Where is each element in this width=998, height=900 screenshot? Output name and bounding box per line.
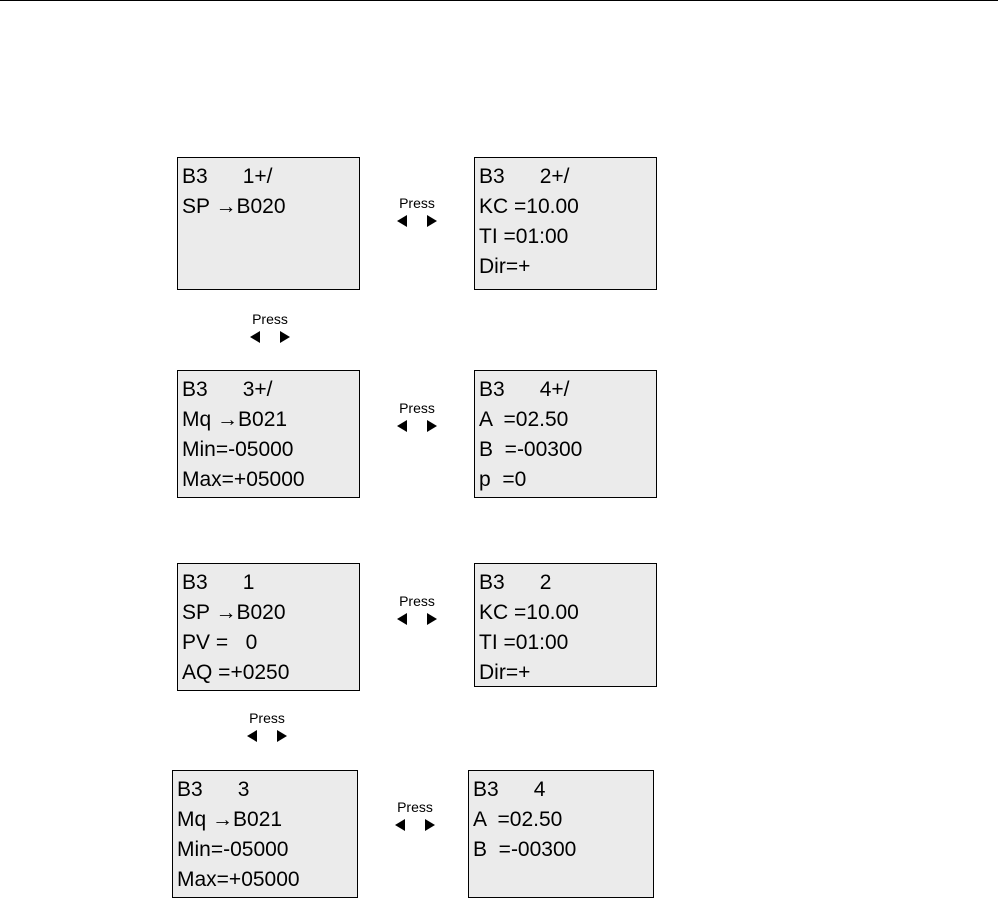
- display-screen-2-value: B3 2 KC =10.00 TI =01:00 Dir=+: [474, 563, 657, 687]
- arrow-keys: [387, 612, 447, 630]
- arrow-keys: [240, 330, 300, 348]
- screen-line: PV = 0: [182, 631, 258, 654]
- press-label: Press: [399, 195, 435, 211]
- screen-line: B3 4: [473, 778, 546, 801]
- arrow-left-icon: [397, 420, 407, 432]
- arrow-keys: [385, 818, 445, 836]
- screen-line: Min=-05000: [182, 438, 294, 461]
- arrow-keys: [237, 729, 297, 747]
- display-screen-3-value: B3 3 Mq →B021 Min=-05000 Max=+05000: [172, 770, 358, 898]
- screen-line: KC =10.00: [479, 601, 579, 624]
- screen-line: B =-00300: [479, 438, 583, 461]
- screen-line: Mq →B021: [177, 808, 283, 831]
- press-label: Press: [399, 593, 435, 609]
- screen-line: Max=+05000: [177, 868, 300, 891]
- screen-line: B3 2: [479, 571, 552, 594]
- display-screen-3-param: B3 3+/ Mq →B021 Min=-05000 Max=+05000: [177, 370, 360, 498]
- display-screen-1-value: B3 1 SP →B020 PV = 0 AQ =+0250: [177, 563, 360, 691]
- press-indicator: Press: [240, 311, 300, 348]
- screen-line: [473, 865, 653, 895]
- arrow-left-icon: [250, 331, 260, 343]
- arrow-right-icon: [280, 331, 290, 343]
- arrow-left-icon: [397, 613, 407, 625]
- press-label: Press: [249, 710, 285, 726]
- screen-line: B3 3: [177, 778, 250, 801]
- arrow-right-icon: [277, 730, 287, 742]
- press-indicator: Press: [387, 400, 447, 437]
- screen-line: A =02.50: [479, 408, 569, 431]
- press-label: Press: [252, 311, 288, 327]
- press-label: Press: [397, 799, 433, 815]
- screen-line: B3 1: [182, 571, 255, 594]
- screen-line: Mq →B021: [182, 408, 288, 431]
- arrow-right-icon: [427, 613, 437, 625]
- display-screen-1-param: B3 1+/ SP →B020: [177, 157, 360, 290]
- arrow-keys: [387, 214, 447, 232]
- arrow-left-icon: [395, 819, 405, 831]
- press-indicator: Press: [387, 195, 447, 232]
- screen-line: KC =10.00: [479, 195, 579, 218]
- screen-line: B3 4+/: [479, 378, 570, 401]
- screen-line: AQ =+0250: [182, 661, 290, 684]
- screen-line: B3 3+/: [182, 378, 273, 401]
- arrow-left-icon: [397, 215, 407, 227]
- display-screen-2-param: B3 2+/ KC =10.00 TI =01:00 Dir=+: [474, 157, 657, 290]
- screen-line: Min=-05000: [177, 838, 289, 861]
- screen-line: [182, 222, 359, 252]
- arrow-right-icon: [425, 819, 435, 831]
- screen-line: TI =01:00: [479, 631, 569, 654]
- screen-line: B =-00300: [473, 838, 577, 861]
- screen-line: SP →B020: [182, 601, 286, 624]
- screen-line: B3 1+/: [182, 165, 273, 188]
- arrow-right-icon: [427, 420, 437, 432]
- screen-line: SP →B020: [182, 195, 286, 218]
- screen-line: p =0: [479, 468, 527, 491]
- press-indicator: Press: [237, 710, 297, 747]
- screen-line: Max=+05000: [182, 468, 305, 491]
- press-indicator: Press: [385, 799, 445, 836]
- screen-line: Dir=+: [479, 255, 531, 278]
- screen-line: TI =01:00: [479, 225, 569, 248]
- press-indicator: Press: [387, 593, 447, 630]
- top-rule: [0, 0, 998, 1]
- display-screen-4-value: B3 4 A =02.50 B =-00300: [468, 770, 654, 898]
- arrow-left-icon: [247, 730, 257, 742]
- screen-line: B3 2+/: [479, 165, 570, 188]
- arrow-keys: [387, 419, 447, 437]
- arrow-right-icon: [427, 215, 437, 227]
- screen-line: Dir=+: [479, 661, 531, 684]
- press-label: Press: [399, 400, 435, 416]
- screen-line: A =02.50: [473, 808, 563, 831]
- display-screen-4-param: B3 4+/ A =02.50 B =-00300 p =0: [474, 370, 657, 498]
- screen-line: [182, 252, 359, 282]
